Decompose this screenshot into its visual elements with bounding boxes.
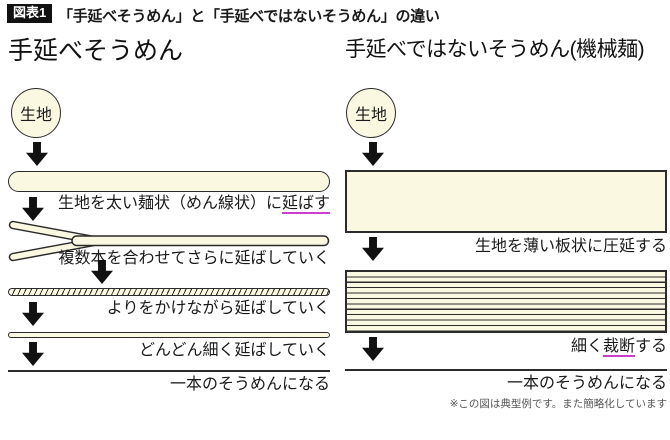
- caption-text: 複数本を合わせてさらに延ばしていく: [58, 250, 330, 267]
- figure-footnote: ※この図は典型例です。また簡略化しています: [449, 398, 667, 410]
- caption-text: する: [634, 338, 667, 355]
- twisted-strand-bar: [8, 288, 330, 296]
- caption-underlined-text: 延ばす: [281, 195, 330, 214]
- down-arrow-icon: [26, 142, 48, 166]
- caption-text: 一本のそうめんになる: [169, 376, 330, 393]
- merging-strands-shape: [8, 220, 330, 262]
- step-caption: 生地を薄い板状に圧延する: [345, 237, 667, 257]
- step-caption: よりをかけながら延ばしていく: [8, 299, 330, 319]
- step-caption: 一本のそうめんになる: [345, 374, 667, 394]
- thin-strand-bar: [8, 332, 330, 338]
- dough-start-node-right: 生地: [346, 88, 396, 138]
- final-strand-line-right: [345, 369, 667, 371]
- caption-underlined-text: 裁断: [602, 338, 635, 357]
- caption-text: よりをかけながら延ばしていく: [106, 300, 330, 317]
- step-caption: どんどん細く延ばしていく: [8, 341, 330, 361]
- caption-text: 一本のそうめんになる: [506, 375, 667, 392]
- step-caption: 細く裁断する: [345, 337, 667, 357]
- thick-noodle-pill: [8, 171, 330, 192]
- figure-title: 「手延べそうめん」と「手延べではないそうめん」の違い: [58, 8, 440, 25]
- dough-slab-rect: [345, 170, 667, 233]
- caption-text: 生地を薄い板状に圧延する: [474, 238, 667, 255]
- dough-label: 生地: [19, 107, 52, 124]
- dough-label: 生地: [354, 107, 387, 124]
- step-caption: 複数本を合わせてさらに延ばしていく: [8, 249, 330, 269]
- caption-text: 生地を太い麺状（めん線状）に: [57, 195, 282, 212]
- cut-noodles-rect: [345, 270, 667, 333]
- left-column-heading: 手延べそうめん: [8, 37, 184, 65]
- figure-number-badge: 図表1: [7, 4, 53, 23]
- right-column-heading: 手延べではないそうめん(機械麺): [345, 38, 645, 61]
- step-caption: 生地を太い麺状（めん線状）に延ばす: [8, 194, 330, 214]
- dough-start-node-left: 生地: [11, 88, 61, 138]
- down-arrow-icon: [362, 142, 384, 166]
- final-strand-line-left: [8, 370, 330, 372]
- caption-text: どんどん細く延ばしていく: [138, 342, 330, 359]
- caption-text: 細く: [570, 338, 603, 355]
- step-caption: 一本のそうめんになる: [8, 375, 330, 395]
